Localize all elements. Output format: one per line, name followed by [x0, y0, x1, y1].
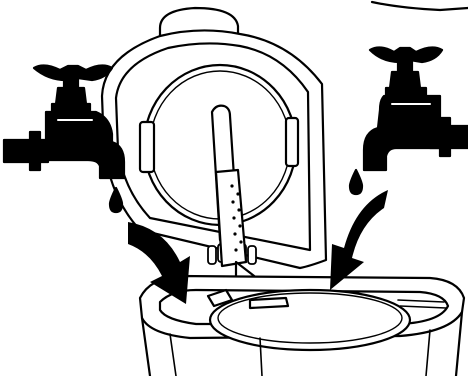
fryer-side-right [456, 312, 462, 376]
fryer-body [140, 276, 464, 376]
fryer-basket [210, 290, 410, 350]
right-faucet [350, 47, 468, 194]
curved-arrow-icon [330, 190, 388, 290]
lid-clip-right [286, 118, 298, 166]
lid-clip-left [140, 122, 154, 172]
appliance-edge [372, 2, 468, 10]
water-drop-icon [350, 170, 362, 194]
